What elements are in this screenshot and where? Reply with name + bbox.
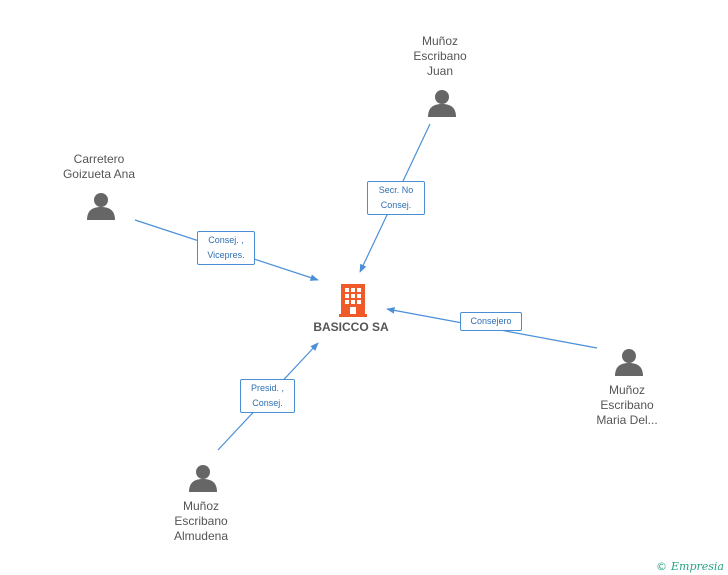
person-name-line: Carretero [73,152,125,166]
building-icon[interactable] [339,284,367,317]
person-icon[interactable] [87,193,115,220]
person-icon[interactable] [615,349,643,376]
person-name-line: Escribano [600,398,654,412]
person-name-line: Muñoz [182,499,220,513]
person-name-line: Almudena [173,529,229,543]
edge-label-p2[interactable]: Consej. , Vicepres. [197,231,255,265]
person-icon[interactable] [189,465,217,492]
edge-label-line: Consej. , [208,235,244,245]
edge-label-line: Secr. No [378,185,414,195]
person-name-line: Escribano [413,49,467,63]
company-name[interactable]: BASICCO SA [313,320,389,334]
person-name-line: Muñoz [608,383,646,397]
person-label-p2[interactable]: Carretero Goizueta Ana [39,152,159,182]
edge-label-line: Consej. [252,398,283,408]
edge-label-line: Vicepres. [207,250,245,260]
person-name-line: Juan [426,64,454,78]
person-label-p3[interactable]: Muñoz Escribano Maria Del... [567,383,687,428]
brand-logo: Empresia [671,560,724,573]
edge-label-line: Presid. , [250,383,284,393]
person-name-line: Muñoz [421,34,459,48]
edge-label-p3[interactable]: Consejero [460,312,522,331]
person-icon[interactable] [428,90,456,117]
edge-label-p1[interactable]: Secr. No Consej. [367,181,425,215]
person-name-line: Escribano [174,514,228,528]
edge-label-p4[interactable]: Presid. , Consej. [240,379,295,413]
edge-label-line: Consejero [470,316,512,326]
person-label-p1[interactable]: Muñoz Escribano Juan [380,34,500,79]
person-name-line: Goizueta Ana [62,167,136,181]
person-name-line: Maria Del... [596,413,658,427]
copyright-icon: © [656,560,667,573]
edge-label-line: Consej. [380,200,412,210]
person-label-p4[interactable]: Muñoz Escribano Almudena [141,499,261,544]
brand-footer: © Empresia [656,560,724,573]
